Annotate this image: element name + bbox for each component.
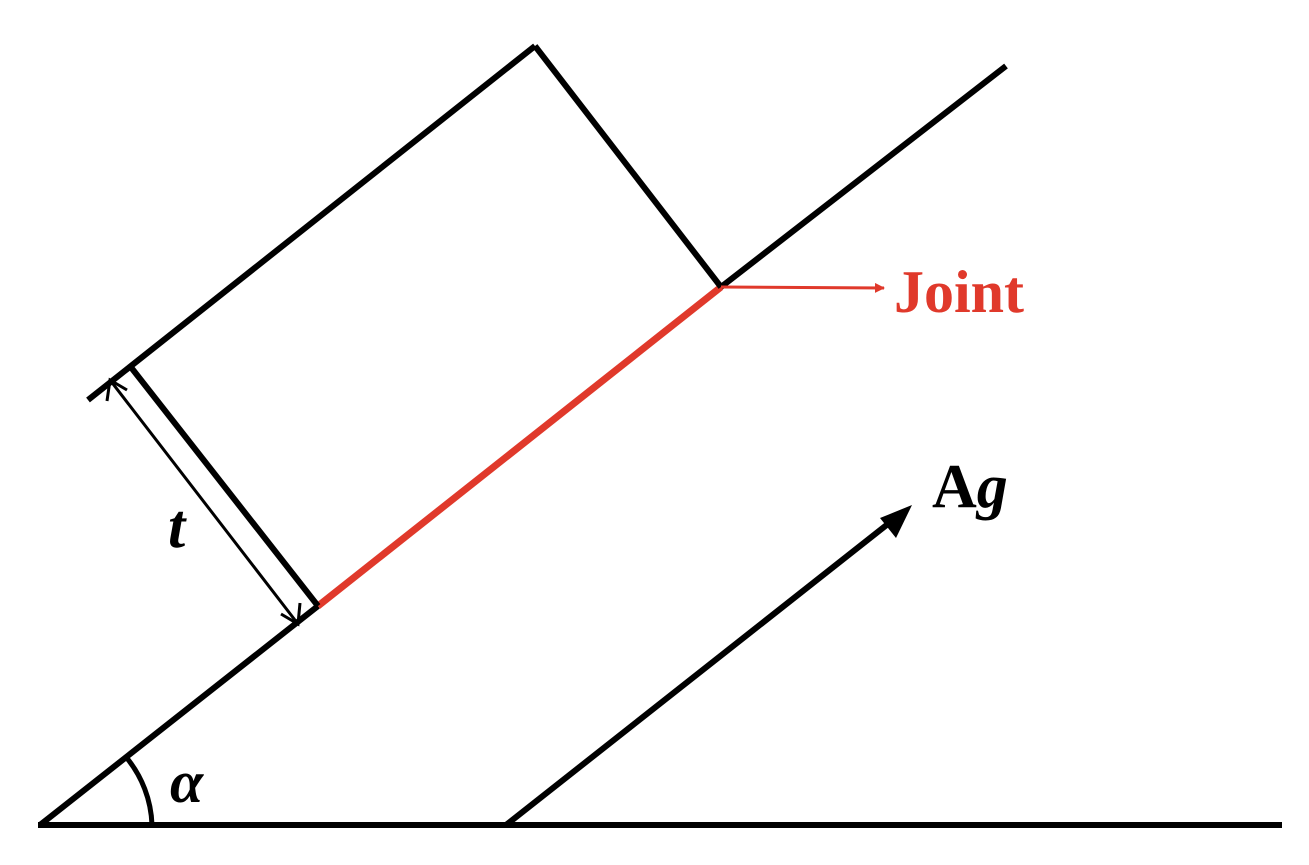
acceleration-arrow-shaft: [504, 517, 895, 828]
acceleration-arrowhead: [880, 505, 912, 538]
thickness-dimension-line: [108, 379, 300, 625]
joint-label: Joint: [894, 259, 1025, 325]
acceleration-label: Ag: [932, 456, 1008, 518]
incline-surface-lower: [38, 603, 320, 828]
thickness-arrowhead-bottom: [280, 602, 302, 627]
angle-label: α: [170, 749, 204, 815]
block-top-side: [86, 43, 537, 403]
thickness-label: t: [168, 493, 186, 561]
angle-arc: [124, 755, 155, 826]
incline-surface-upper: [719, 63, 1008, 290]
block-right-side: [532, 44, 724, 289]
acceleration-label-sub: g: [976, 453, 1008, 521]
joint-pointer-arrow: [720, 282, 885, 293]
joint-line: [315, 284, 724, 609]
thickness-arrowhead-top: [105, 377, 128, 402]
block-left-side: [127, 364, 321, 608]
acceleration-label-main: A: [932, 453, 977, 521]
